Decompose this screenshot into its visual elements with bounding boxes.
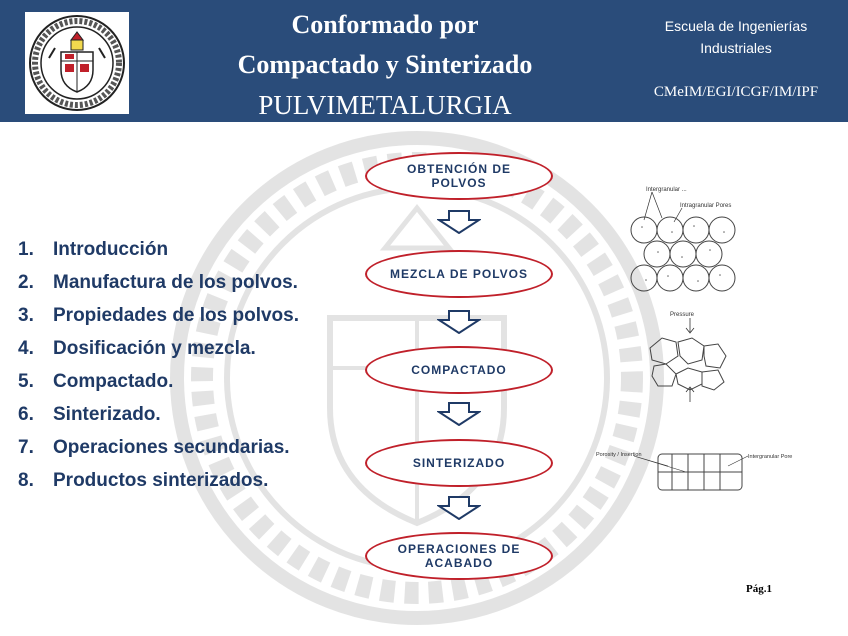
toc-item: 7. Operaciones secundarias. (18, 434, 299, 467)
fig3-label-porosity: Porosity / Insertion (596, 452, 642, 458)
title-line-1: Conformado por (291, 10, 479, 39)
fig3-label-intergranular-pore: Intergranular Pore (748, 454, 792, 460)
toc-item: 4. Dosificación y mezcla. (18, 335, 299, 368)
page-number: Pág.1 (746, 583, 772, 595)
toc-label: Dosificación y mezcla. (53, 338, 256, 359)
toc-number: 1. (18, 239, 34, 260)
flow-step-obtencion-polvos: OBTENCIÓN DE POLVOS (365, 152, 553, 200)
school-name-line-2: Industriales (700, 40, 772, 56)
flow-step-compactado: COMPACTADO (365, 346, 553, 394)
title-line-3: PULVIMETALURGIA (258, 90, 512, 120)
toc-item: 3. Propiedades de los polvos. (18, 302, 299, 335)
header-bar: Conformado por Compactado y Sinterizado … (0, 0, 848, 122)
fig1-label-intragranular: Intragranular Pores (680, 203, 731, 209)
toc-label: Introducción (53, 239, 169, 260)
toc-label: Propiedades de los polvos. (53, 305, 300, 326)
flow-step-mezcla-polvos: MEZCLA DE POLVOS (365, 250, 553, 298)
flow-step-operaciones-acabado: OPERACIONES DE ACABADO (365, 532, 553, 580)
toc-label: Compactado. (53, 371, 174, 392)
powder-particles-figure: Intergranular ... Intragranular Pores (630, 187, 736, 292)
down-arrow-icon (437, 402, 481, 426)
down-arrow-icon (437, 210, 481, 234)
toc-number: 7. (18, 437, 34, 458)
toc-label: Manufactura de los polvos. (53, 272, 298, 293)
compacted-particles-figure: Pressure (649, 312, 727, 402)
fig2-label-pressure: Pressure (670, 312, 695, 318)
sintered-particles-figure: Porosity / Insertion Intergranular Pore (596, 452, 792, 491)
toc-item: 8. Productos sinterizados. (18, 467, 299, 500)
flow-step-sinterizado: SINTERIZADO (365, 439, 553, 487)
toc-label: Productos sinterizados. (53, 470, 269, 491)
fig1-label-intergranular: Intergranular ... (646, 187, 687, 193)
toc-item: 5. Compactado. (18, 368, 299, 401)
table-of-contents: 1. Introducción 2. Manufactura de los polv… (18, 236, 299, 500)
toc-number: 2. (18, 272, 34, 293)
toc-number: 8. (18, 470, 34, 491)
toc-item: 6. Sinterizado. (18, 401, 299, 434)
toc-number: 3. (18, 305, 34, 326)
toc-number: 4. (18, 338, 34, 359)
down-arrow-icon (437, 496, 481, 520)
toc-item: 2. Manufactura de los polvos. (18, 269, 299, 302)
toc-item: 1. Introducción (18, 236, 299, 269)
university-seal-logo (25, 12, 129, 114)
title-line-2: Compactado y Sinterizado (237, 50, 533, 79)
down-arrow-icon (437, 310, 481, 334)
department-codes: CMeIM/EGI/ICGF/IM/IPF (653, 84, 819, 100)
toc-number: 5. (18, 371, 34, 392)
toc-label: Operaciones secundarias. (53, 437, 290, 458)
toc-number: 6. (18, 404, 34, 425)
seal-icon (29, 15, 125, 111)
toc-label: Sinterizado. (53, 404, 161, 425)
school-name-line-1: Escuela de Ingenierías (664, 18, 808, 34)
